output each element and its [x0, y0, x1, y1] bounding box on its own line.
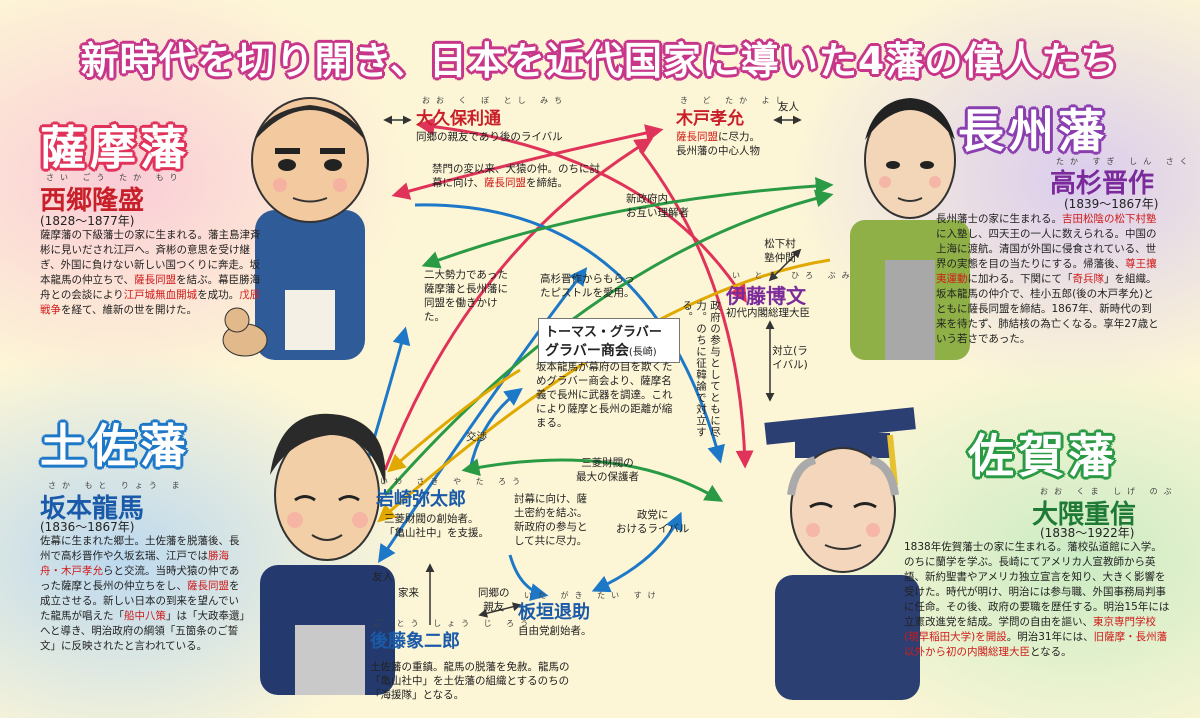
bio-highlight: 薩長同盟	[134, 274, 177, 286]
relation-mitsubishi: 三菱財閥の最大の保護者	[576, 457, 639, 483]
glover-desc: 坂本龍馬が幕府の目を欺くためグラバー商会より、薩摩名義で長州に武器を調達。これに…	[536, 361, 673, 429]
bio-text: を成立させる。新しい日本の到来を望んでいた龍馬が唱えた「	[40, 580, 240, 622]
glover-box: トーマス・グラバー グラバー商会(長崎)	[538, 318, 680, 363]
arrow-saigo-takasugi	[421, 176, 834, 269]
takasugi-years: (1839〜1867年)	[1064, 197, 1159, 211]
takasugi-illustration	[850, 98, 970, 360]
bio-text: 1838年佐賀藩士の家に生まれる。藩校弘道館に入学。のちに蘭学を学ぶ。長崎にてア…	[904, 541, 1170, 628]
relation-pistol: 高杉晋作からもらったピストルを愛用。	[540, 273, 635, 299]
domain-tosa: 土佐藩	[40, 419, 190, 473]
ito-ruby: い とう ひろ ぶみ	[732, 271, 856, 280]
iwasaki-desc: 三菱財閥の創始者。「亀山社中」を支援。	[384, 513, 489, 539]
bio-text: 」は「大政奉還」へと導き、明治政府の綱領「五箇条のご誓文」に反映されたと言われて…	[40, 610, 245, 652]
okuma-illustration	[764, 407, 920, 700]
relation-seito: 政党におけるライバル	[616, 509, 690, 535]
glover-company: グラバー商会(長崎)	[545, 343, 657, 359]
arrow-sakamoto-takasugi	[383, 189, 834, 496]
arrow-glover-sakamoto	[387, 368, 521, 473]
okubo-desc: 同郷の親友であり後のライバル	[416, 131, 563, 143]
relation-dokyo: 同郷の親友	[478, 587, 510, 613]
bio-text: らと交流。当時犬猿の仲であった薩摩と長州の仲立ちをし、	[40, 565, 240, 592]
arrow-takasugi-ito	[768, 248, 802, 282]
glover-name: トーマス・グラバー	[545, 325, 662, 340]
arrow-okuma-itagaki	[591, 511, 683, 593]
sakamoto-illustration	[260, 413, 395, 695]
relation-tobaku: 討幕に向け、薩土密約を結ぶ。新政府の参与として共に尽力。	[514, 493, 588, 547]
okuma-bio: 1838年佐賀藩士の家に生まれる。藩校弘道館に入学。のちに蘭学を学ぶ。長崎にてア…	[904, 540, 1170, 660]
domain-satsuma: 薩摩藩	[40, 121, 190, 175]
bio-highlight: 戊辰戦争	[40, 289, 261, 316]
okubo-name: 大久保利通	[416, 109, 501, 129]
okubo-ruby: おお く ぼ とし みち	[422, 96, 569, 105]
bio-highlight: 奇兵隊	[1072, 273, 1105, 285]
relation-yujin: 友人	[372, 571, 393, 583]
bio-text: 佐幕に生まれた郷士。土佐藩を脱藩後、長州で高杉晋作や久坂玄瑞、江戸では	[40, 535, 240, 562]
okuma-years: (1838〜1922年)	[1040, 526, 1135, 540]
poster-title: 新時代を切り開き、日本を近代国家に導いた4藩の偉人たち	[80, 39, 1120, 83]
kido-ruby: き ど たか よし	[680, 96, 790, 105]
bio-text: を成功。	[197, 289, 240, 301]
takasugi-ruby: たか すぎ しん さく	[1056, 157, 1194, 166]
bio-highlight: 吉田松陰の松下村塾	[1062, 213, 1157, 225]
bio-text: 長州藩士の家に生まれる。	[936, 213, 1062, 225]
saigo-bio: 薩摩藩の下級藩士の家に生まれる。藩主島津斉彬に見いだされ江戸へ。斉彬の意思を受け…	[40, 228, 266, 318]
goto-name: 後藤象二郎	[370, 631, 460, 652]
itagaki-desc: 自由党創始者。	[518, 625, 592, 637]
arrow-goto-itagaki-friend	[478, 602, 522, 618]
bio-text: に入塾し、四天王の一人に数えられる。中国の上海に渡航。清国が外国に侵食されている…	[936, 228, 1157, 270]
saigo-name: 西郷隆盛	[40, 186, 145, 216]
sakamoto-name: 坂本龍馬	[40, 494, 145, 524]
domain-saga: 佐賀藩	[968, 429, 1118, 483]
ito-name: 伊藤博文	[726, 284, 806, 308]
sakamoto-years: (1836〜1867年)	[40, 520, 135, 534]
kido-name: 木戸孝允	[676, 109, 744, 129]
bio-text: となる。	[1030, 646, 1072, 658]
bio-text: 」を組織。坂本龍馬の仲介で、桂小五郎(後の木戸孝允)とともに薩長同盟を締結。18…	[936, 273, 1159, 345]
itagaki-ruby: いた がき たい すけ	[524, 591, 662, 600]
bio-highlight: 江戸城無血開城	[123, 289, 198, 301]
okuma-name: 大隈重信	[1032, 500, 1137, 530]
bio-text: 。明治31年には、	[1006, 631, 1094, 643]
sakamoto-ruby: さか もと りょう ま	[48, 481, 186, 490]
saigo-ruby: さい ごう たか もり	[46, 173, 184, 182]
goto-ruby: ご とう しょう じ ろう	[374, 619, 535, 628]
relation-seifu: 政府の参与としてともに尽力。のちに征韓論で対立する。	[681, 300, 721, 438]
ito-desc: 初代内閣総理大臣	[726, 307, 810, 319]
bio-highlight: 勝海舟・木戸孝允	[40, 550, 229, 577]
kido-desc: 薩長同盟に尽力。長州藩の中心人物	[676, 131, 760, 157]
kido-friend-label: 友人	[778, 101, 799, 113]
bio-highlight: 船中八策	[124, 610, 166, 622]
arrow-goto-itagaki	[508, 554, 549, 601]
bio-highlight: 旧薩摩・長州藩以外から初の内閣総理大臣	[904, 631, 1168, 658]
relation-taiketsu: 対立(ライバル)	[772, 345, 808, 371]
relation-niodai: 二大勢力であった薩摩藩と長州藩に同盟を働きかけた。	[424, 269, 508, 323]
takasugi-name: 高杉晋作	[1050, 169, 1155, 199]
relation-kinmon: 禁門の変以来、犬猿の仲。のちに討幕に向け、薩長同盟を締結。	[432, 163, 600, 189]
iwasaki-name: 岩崎弥太郎	[376, 489, 466, 510]
domain-choshu: 長州藩	[958, 104, 1108, 158]
relation-kerai: 家来	[398, 587, 419, 599]
bio-text: に加わる。下関にて「	[967, 273, 1073, 285]
relation-rikaisha: 新政府内お互い理解者	[626, 193, 689, 219]
itagaki-name: 板垣退助	[518, 602, 590, 623]
iwasaki-ruby: いわ さき や た ろう	[380, 477, 527, 486]
bio-highlight: 尊王攘夷運動	[936, 258, 1157, 285]
saigo-illustration	[222, 97, 369, 360]
bio-highlight: 薩長同盟	[187, 580, 229, 592]
saigo-years: (1828〜1877年)	[40, 214, 135, 228]
goto-desc: 土佐藩の重鎮。龍馬の脱藩を免赦。龍馬の「亀山社中」を土佐藩の組織とするのちの「海…	[370, 661, 570, 701]
sakamoto-bio: 佐幕に生まれた郷士。土佐藩を脱藩後、長州で高杉晋作や久坂玄瑞、江戸では勝海舟・木…	[40, 534, 246, 654]
bio-text: を経て、維新の世を開けた。	[61, 304, 197, 316]
bio-text: を結ぶ。幕臣勝海舟との会談により	[40, 274, 261, 301]
arrow-goto-saigo	[378, 267, 588, 563]
relation-kosho: 交渉	[466, 431, 487, 443]
okuma-ruby: おお くま しげ のぶ	[1040, 487, 1178, 496]
bio-highlight: 東京専門学校(現早稲田大学)を開設	[904, 616, 1156, 643]
sonjuku-label: 松下村塾仲間	[764, 238, 796, 264]
takasugi-bio: 長州藩士の家に生まれる。吉田松陰の松下村塾に入塾し、四天王の一人に数えられる。中…	[936, 212, 1162, 347]
bio-text: 薩摩藩の下級藩士の家に生まれる。藩主島津斉彬に見いだされ江戸へ。斉彬の意思を受け…	[40, 229, 261, 286]
arrow-okuma-iwasaki	[461, 458, 724, 502]
